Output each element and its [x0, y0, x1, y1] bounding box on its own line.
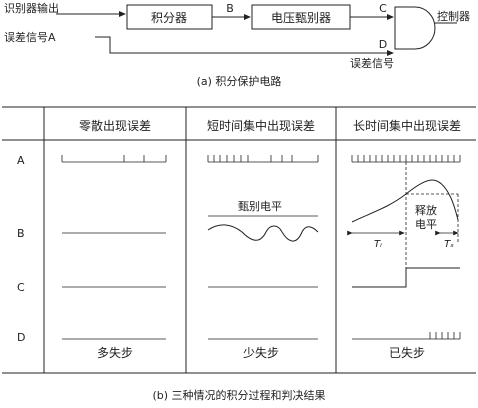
release-level-label-2: 电平	[415, 218, 437, 231]
column-header-short-burst: 短时间集中出现误差	[207, 118, 315, 133]
row-d-long-burst-pulses	[352, 332, 461, 340]
row-a-scattered-pulses	[61, 155, 167, 163]
wire-d	[95, 36, 393, 54]
column-header-long-burst: 长时间集中出现误差	[353, 118, 461, 133]
discrimination-level-label: 甄别电平	[238, 200, 282, 213]
release-level-label-1: 释放	[415, 203, 437, 217]
result-scattered: 多失步	[97, 345, 133, 360]
row-b-short-burst-integral-curve	[207, 224, 319, 242]
row-label-d: D	[17, 331, 25, 344]
row-label-a: A	[17, 154, 25, 167]
input-error-label: 误差信号A	[4, 30, 56, 44]
and-gate	[394, 6, 436, 50]
error-signal-label: 误差信号	[350, 56, 394, 70]
voltage-discriminator-label: 电压甄别器	[271, 11, 331, 25]
ts-label: Tₛ	[444, 239, 454, 250]
input-recognizer-label: 识别器输出	[4, 1, 59, 15]
circuit-diagram: 识别器输出 误差信号A 积分器 B 电压甄别器 C D 误差信号 控制器 (a)…	[4, 1, 470, 88]
caption-b: (b) 三种情况的积分过程和判决结果	[152, 388, 325, 402]
row-label-b: B	[17, 227, 25, 240]
integrator-label: 积分器	[151, 11, 187, 25]
result-long-burst: 已失步	[389, 345, 425, 360]
column-header-scattered: 零散出现误差	[79, 118, 151, 133]
row-c-long-burst-step	[352, 267, 460, 288]
caption-a: (a) 积分保护电路	[197, 74, 282, 88]
signal-b-label: B	[226, 2, 234, 15]
timing-table: 零散出现误差 短时间集中出现误差 长时间集中出现误差 A B C D	[2, 106, 476, 402]
row-b-long-burst-integral-curve	[351, 179, 459, 223]
signal-c-label: C	[379, 2, 387, 15]
signal-d-label: D	[379, 38, 387, 51]
controller-label: 控制器	[437, 9, 470, 23]
row-a-long-burst-pulses	[351, 155, 461, 163]
row-a-short-burst-pulses	[207, 155, 319, 163]
row-label-c: C	[17, 281, 25, 294]
ti-label: Tᵢ	[374, 239, 382, 250]
result-short-burst: 少失步	[243, 345, 279, 360]
